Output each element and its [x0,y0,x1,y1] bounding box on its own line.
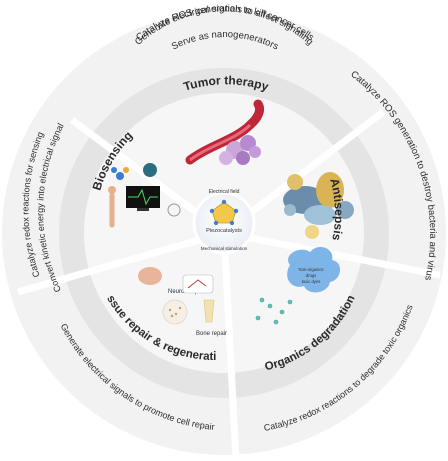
bone-repair-label: Bone repair [196,331,227,337]
biosensing-illustration [108,163,181,228]
electrical-field-label: Electrical field [209,189,240,195]
organics-degradation-illustration: Non-organics drugs toxic dyes [255,246,341,325]
tissue-repair-illustration: Neuron repair Bone repair [138,267,227,337]
mechanical-stimulation-label: Mechanical stimulation [201,246,248,251]
organics-label-1: Non-organics [299,267,324,272]
category-antisepsis: Antisepsis [327,177,346,242]
category-tumor-therapy: Tumor therapy [182,73,271,94]
antisepsis-illustration [283,172,354,239]
piezocatalyst-crystal-icon [209,199,239,226]
organics-label-2: drugs [306,273,316,278]
piezocatalysts-label: Piezocatalysts [206,228,242,234]
organics-label-3: toxic dyes [302,279,321,284]
tumor-therapy-illustration [185,99,265,165]
